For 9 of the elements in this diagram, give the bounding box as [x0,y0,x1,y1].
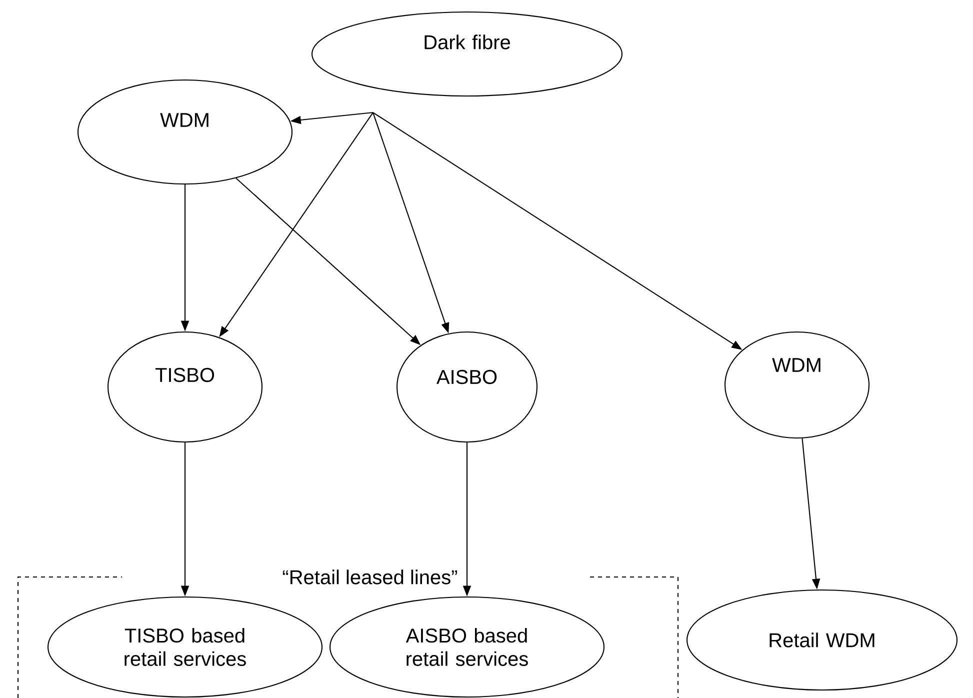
ellipse-node: AISBO based retail services [329,596,605,698]
group-label: “Retail leased lines” [280,568,460,586]
ellipse-node: AISBO [396,331,538,443]
ellipse-node: Dark fibre [311,11,623,97]
ellipse-node: Retail WDM [686,589,958,691]
ellipse-node: WDM [77,79,293,185]
ellipse-node: TISBO based retail services [47,596,323,698]
ellipse-node: WDM [724,331,870,439]
ellipse-node: TISBO [107,331,263,443]
